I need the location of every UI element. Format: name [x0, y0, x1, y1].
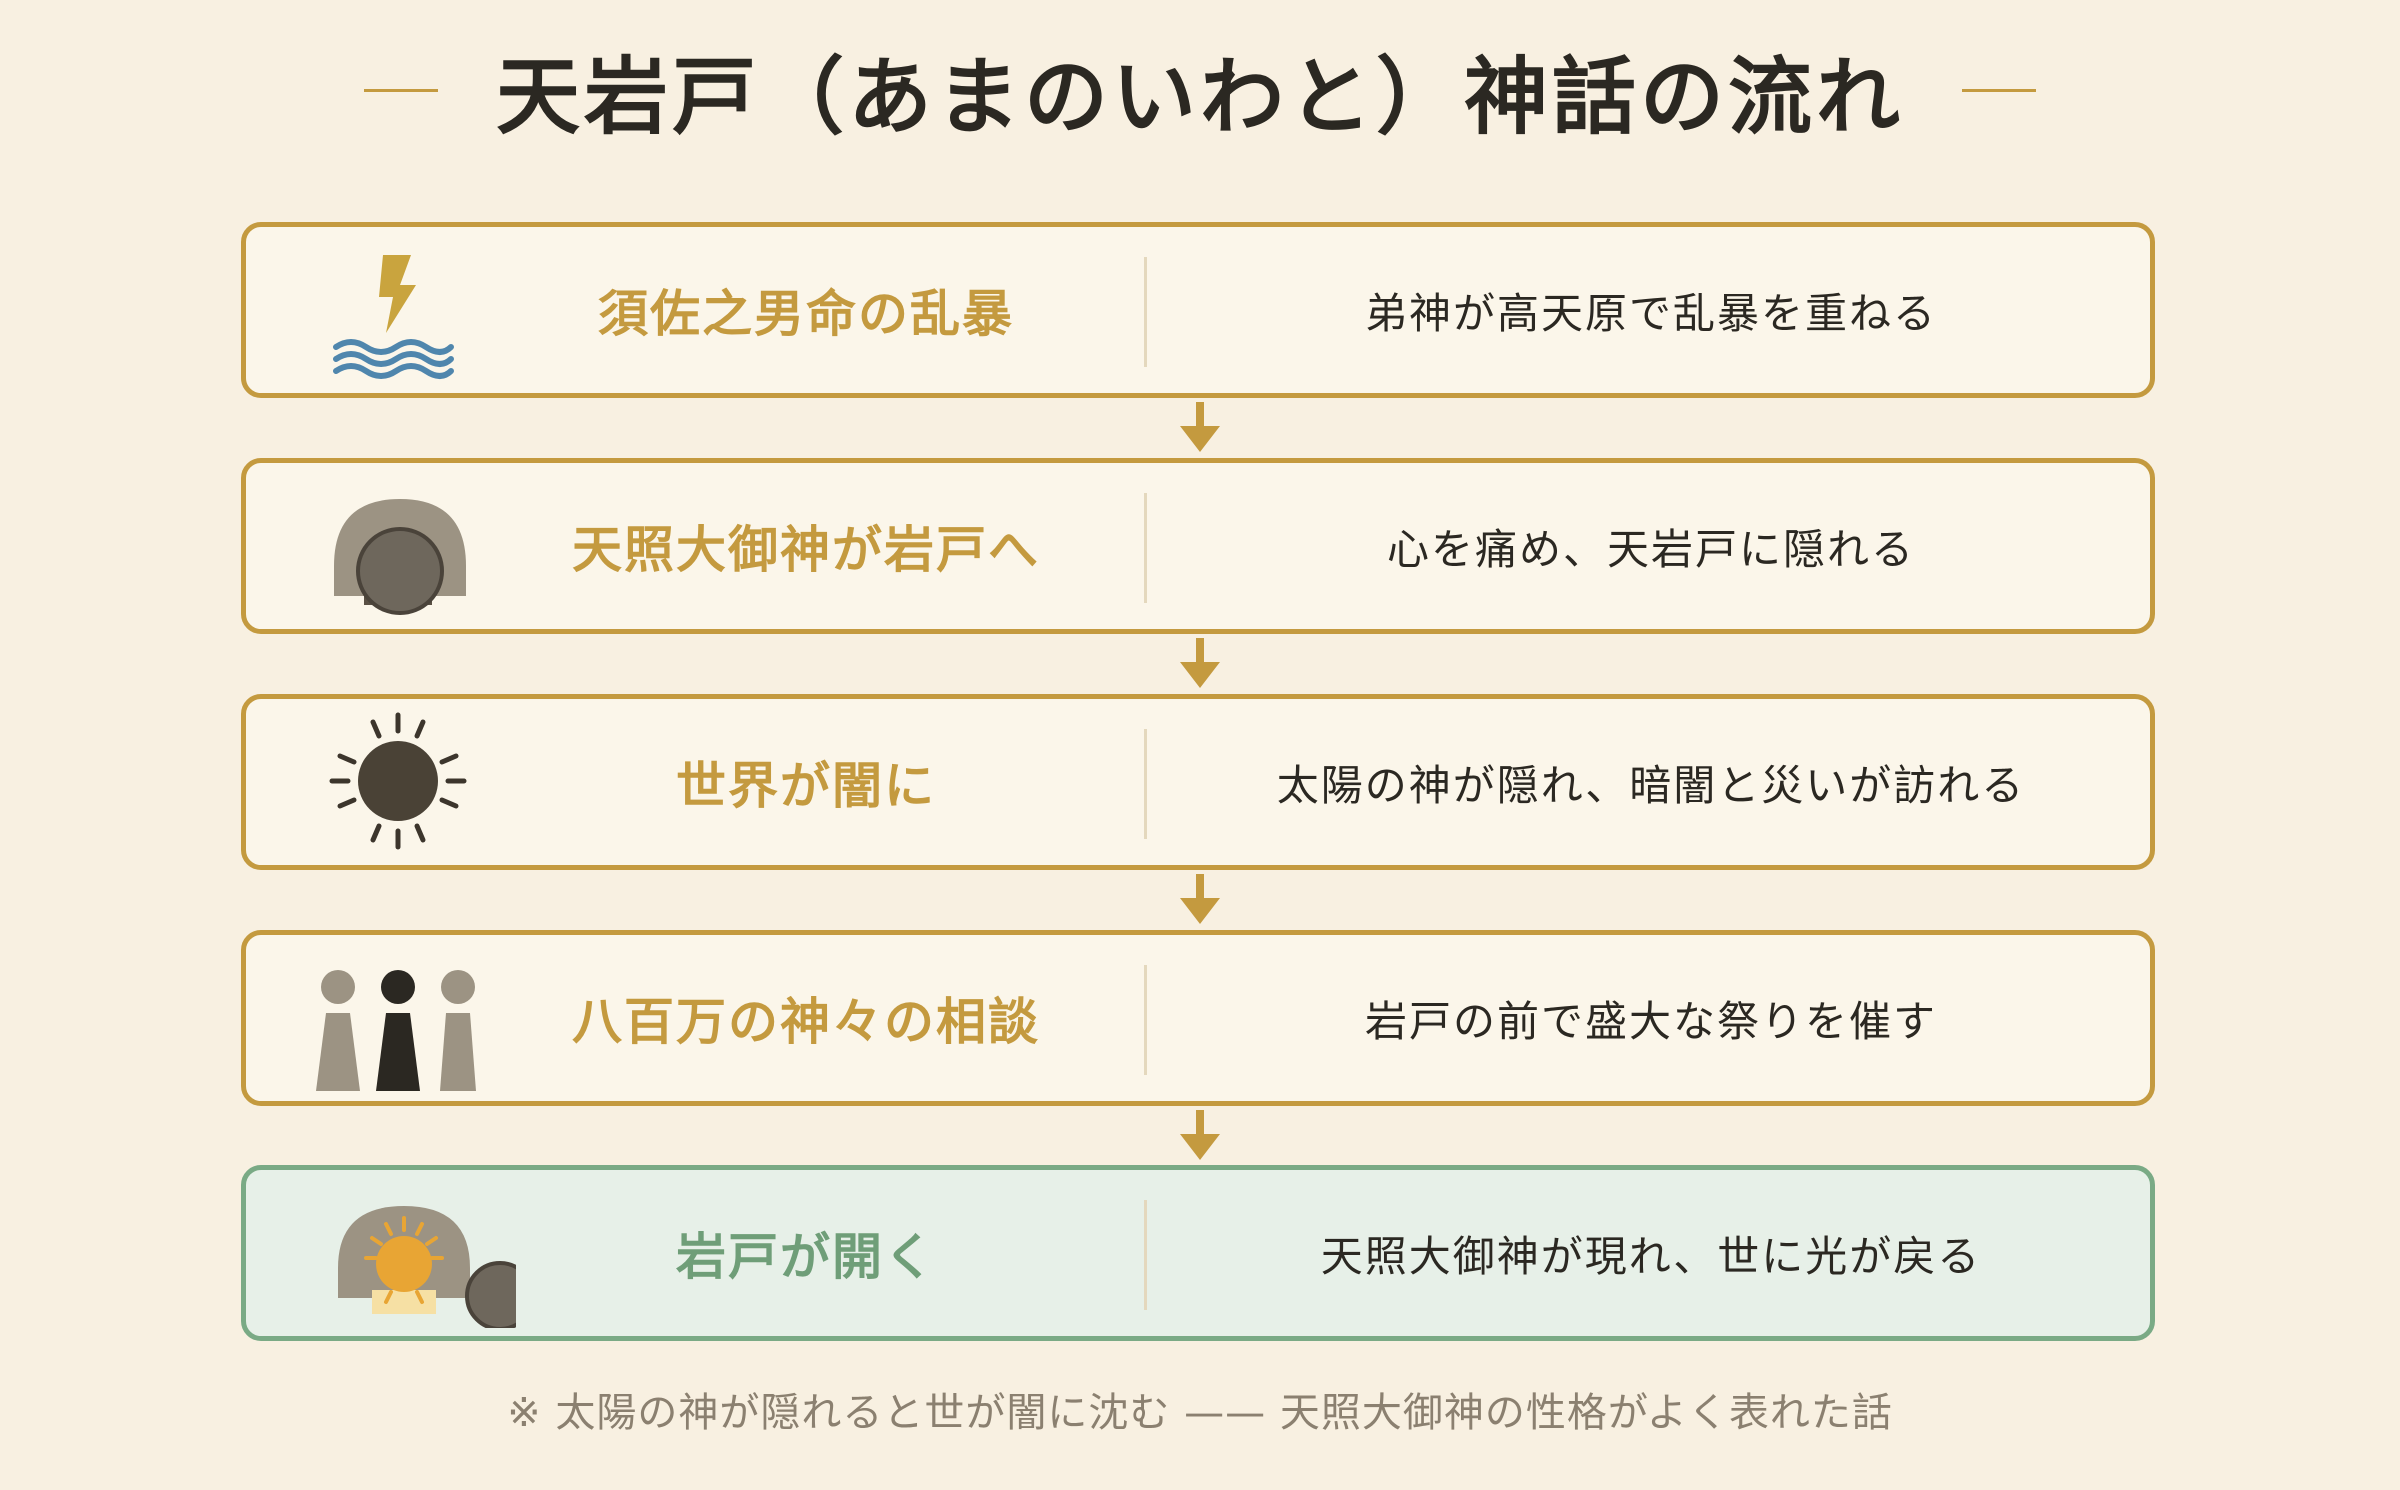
cave-boulder-icon	[334, 499, 466, 615]
cave-sun-icon	[338, 1206, 516, 1328]
down-arrow-icon	[1180, 638, 1220, 688]
footnote: ※ 太陽の神が隠れると世が闇に沈む —— 天照大御神の性格がよく表れた話	[507, 1390, 1893, 1436]
step-divider	[1144, 1200, 1147, 1310]
down-arrow-icon	[1180, 874, 1220, 924]
title-bar: 天岩戸（あまのいわと）神話の流れ	[0, 30, 2400, 150]
step-title: 岩戸が開く	[676, 1228, 936, 1286]
step-title: 八百万の神々の相談	[572, 993, 1040, 1051]
step-title: 世界が闇に	[676, 757, 936, 815]
step-description: 心を痛め、天岩戸に隠れる	[1386, 524, 1915, 574]
step-description: 天照大御神が現れ、世に光が戻る	[1320, 1231, 1982, 1281]
title-rule-right	[1962, 88, 2036, 92]
step-divider	[1144, 493, 1147, 603]
step-divider	[1144, 729, 1147, 839]
step-title: 須佐之男命の乱暴	[598, 285, 1014, 343]
flow-step-5: 岩戸が開く 天照大御神が現れ、世に光が戻る	[241, 1165, 2155, 1341]
flow-step-1: 須佐之男命の乱暴 弟神が高天原で乱暴を重ねる	[241, 222, 2155, 398]
step-title: 天照大御神が岩戸へ	[572, 521, 1040, 579]
title-rule-left	[363, 88, 438, 92]
down-arrow-icon	[1180, 1110, 1220, 1160]
gods-gathering-icon	[316, 970, 476, 1091]
step-divider	[1144, 965, 1147, 1075]
dark-sun-icon	[329, 712, 467, 850]
down-arrow-icon	[1180, 402, 1220, 452]
page-title: 天岩戸（あまのいわと）神話の流れ	[495, 46, 1904, 146]
step-divider	[1144, 257, 1147, 367]
step-description: 弟神が高天原で乱暴を重ねる	[1364, 288, 1937, 338]
flow-step-2: 天照大御神が岩戸へ 心を痛め、天岩戸に隠れる	[241, 458, 2155, 634]
flow-step-3: 世界が闇に 太陽の神が隠れ、暗闇と災いが訪れる	[241, 694, 2155, 870]
step-description: 岩戸の前で盛大な祭りを催す	[1364, 996, 1937, 1046]
lightning-waves-icon	[333, 255, 454, 379]
flow-step-4: 八百万の神々の相談 岩戸の前で盛大な祭りを催す	[241, 930, 2155, 1106]
step-description: 太陽の神が隠れ、暗闇と災いが訪れる	[1276, 760, 2026, 810]
